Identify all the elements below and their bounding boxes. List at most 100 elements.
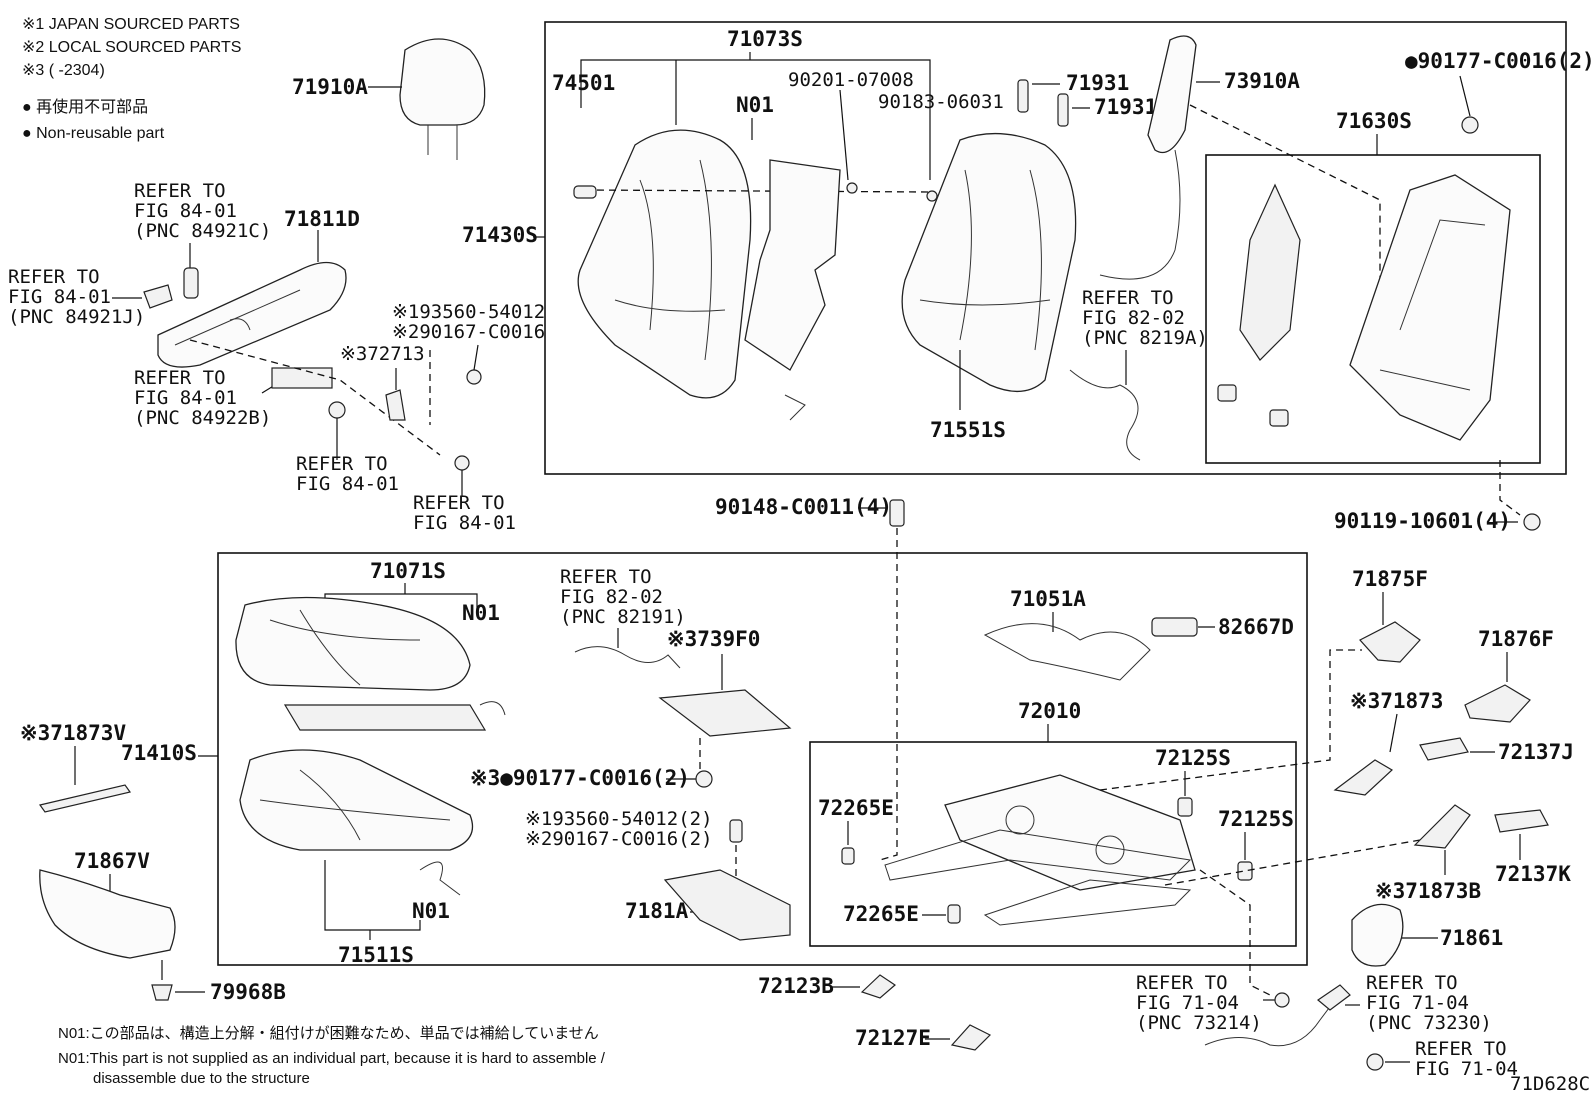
cover-71873V[interactable]: [38, 784, 132, 813]
lever-part[interactable]: [143, 284, 173, 309]
bolts-71931[interactable]: [1017, 79, 1090, 127]
label-71410S: 71410S: [121, 741, 197, 765]
seatbelt-buckle-part[interactable]: [1317, 984, 1351, 1011]
nut-part[interactable]: [466, 369, 482, 385]
grommet-part[interactable]: [573, 185, 597, 199]
side-trim-71811D[interactable]: [157, 230, 347, 368]
adjuster-sub-box: [809, 741, 1297, 947]
label-71873B: ※371873B: [1375, 879, 1481, 903]
label-74501: 74501: [552, 71, 615, 95]
clip-90201[interactable]: [846, 182, 858, 194]
label-739F0: ※3739F0: [667, 627, 760, 651]
seat-adjuster-part[interactable]: [884, 774, 1196, 926]
bolt-90119[interactable]: [1523, 513, 1541, 531]
note-local-sourced: ※2 LOCAL SOURCED PARTS: [22, 39, 241, 56]
ref9-line3: (PNC 73230): [1366, 1012, 1492, 1034]
bracket-72125S-a[interactable]: [1177, 797, 1193, 817]
label-71867V: 71867V: [74, 849, 150, 873]
heater-mat-part[interactable]: [744, 159, 841, 421]
ref6-line1: REFER TO: [1082, 287, 1174, 309]
cover-71861[interactable]: [1351, 903, 1404, 967]
ref2-line1: REFER TO: [8, 266, 100, 288]
label-71051A: 71051A: [1010, 587, 1086, 611]
nut-buckle[interactable]: [1366, 1053, 1384, 1071]
cover-72123B[interactable]: [860, 974, 896, 999]
ref8-line3: (PNC 73214): [1136, 1012, 1262, 1034]
note-date-range: ※3 ( -2304): [22, 62, 105, 79]
label-90148-C0011: 90148-C0011(4): [715, 495, 892, 519]
label-71873: ※371873: [1350, 689, 1443, 713]
label-71910A: 71910A: [292, 75, 368, 99]
label-82667D: 82667D: [1218, 615, 1294, 639]
recliner-part[interactable]: [1217, 183, 1301, 427]
wire-harness-71051A[interactable]: [983, 623, 1151, 681]
frame-sub-box: [1205, 154, 1541, 464]
label-72265E-b: 72265E: [843, 902, 919, 926]
label-90119-10601: 90119-10601(4): [1334, 509, 1511, 533]
side-airbag-part[interactable]: [1099, 35, 1220, 280]
knob-part[interactable]: [183, 267, 199, 299]
clip-79968B[interactable]: [151, 984, 173, 1001]
switch-82667D[interactable]: [1151, 617, 1198, 637]
label-71430S: 71430S: [462, 223, 538, 247]
ref5-line2: FIG 84-01: [413, 512, 516, 534]
footer-note-en-2: disassemble due to the structure: [93, 1070, 310, 1087]
sensor-mat-part[interactable]: [658, 689, 792, 737]
pan-part-7181A[interactable]: [663, 869, 791, 941]
cover-71876F[interactable]: [1464, 684, 1531, 723]
label-90177-C0016: ●90177-C0016(2): [1405, 49, 1592, 73]
grommet-73214[interactable]: [1274, 992, 1290, 1008]
seatbelt-buckle-cable[interactable]: [1204, 999, 1336, 1047]
frame-part[interactable]: [1349, 174, 1511, 441]
label-7181A: 7181A: [625, 899, 689, 923]
label-71073S: 71073S: [727, 27, 803, 51]
cushion-cover-part[interactable]: [235, 596, 471, 691]
cover-71867V[interactable]: [39, 869, 176, 959]
cap-72265E-b[interactable]: [947, 904, 961, 924]
harness-part[interactable]: [1069, 369, 1141, 461]
cushion-heater-part[interactable]: [283, 701, 506, 731]
clip-part[interactable]: [385, 389, 406, 421]
label-71071S: 71071S: [370, 559, 446, 583]
label-N01-pad: N01: [412, 899, 450, 923]
ref4-line1: REFER TO: [296, 453, 388, 475]
seatback-cover-part[interactable]: [577, 129, 752, 399]
cushion-harness-part[interactable]: [574, 646, 681, 669]
screw-part[interactable]: [454, 455, 470, 471]
cover-71873B[interactable]: [1413, 804, 1471, 849]
cushion-pad-part[interactable]: [239, 749, 474, 851]
bracket-part[interactable]: [271, 367, 333, 389]
label-N01-cushion: N01: [462, 601, 500, 625]
bolt-part[interactable]: [328, 401, 346, 419]
cap-72265E-a[interactable]: [841, 847, 855, 865]
cover-72137K[interactable]: [1494, 809, 1549, 833]
cover-71873[interactable]: [1333, 759, 1393, 796]
label-71875F: 71875F: [1352, 567, 1428, 591]
clip-90183[interactable]: [926, 190, 938, 202]
bracket-72125S-b[interactable]: [1237, 861, 1253, 881]
label-71511S: 71511S: [338, 943, 414, 967]
ref8-line1: REFER TO: [1136, 972, 1228, 994]
bolt-cushion[interactable]: [729, 819, 743, 843]
ref3-line2: FIG 84-01: [134, 387, 237, 409]
cover-72137J[interactable]: [1419, 737, 1469, 761]
label-72125S-a: 72125S: [1155, 746, 1231, 770]
label-72010: 72010: [1018, 699, 1081, 723]
ref7-line1: REFER TO: [560, 566, 652, 588]
label-72265E-a: 72265E: [818, 796, 894, 820]
ref6-line3: (PNC 8219A): [1082, 327, 1208, 349]
nut-90177-cushion[interactable]: [695, 770, 713, 788]
bolt-90148[interactable]: [889, 499, 905, 527]
seatback-assembly-box: [544, 21, 1567, 475]
headrest-part[interactable]: [368, 38, 486, 160]
label-93560-54012: ※193560-54012: [392, 301, 545, 323]
ref-group-1: REFER TO FIG 84-01 (PNC 84921C) REFER TO…: [8, 180, 271, 328]
cover-72127E[interactable]: [950, 1024, 992, 1051]
nut-90177[interactable]: [1461, 116, 1479, 134]
ref3-line1: REFER TO: [134, 367, 226, 389]
seatback-pad-part[interactable]: [901, 132, 1077, 410]
ref1-line1: REFER TO: [134, 180, 226, 202]
cover-71875F[interactable]: [1359, 621, 1421, 663]
ref4-line2: FIG 84-01: [296, 473, 399, 495]
